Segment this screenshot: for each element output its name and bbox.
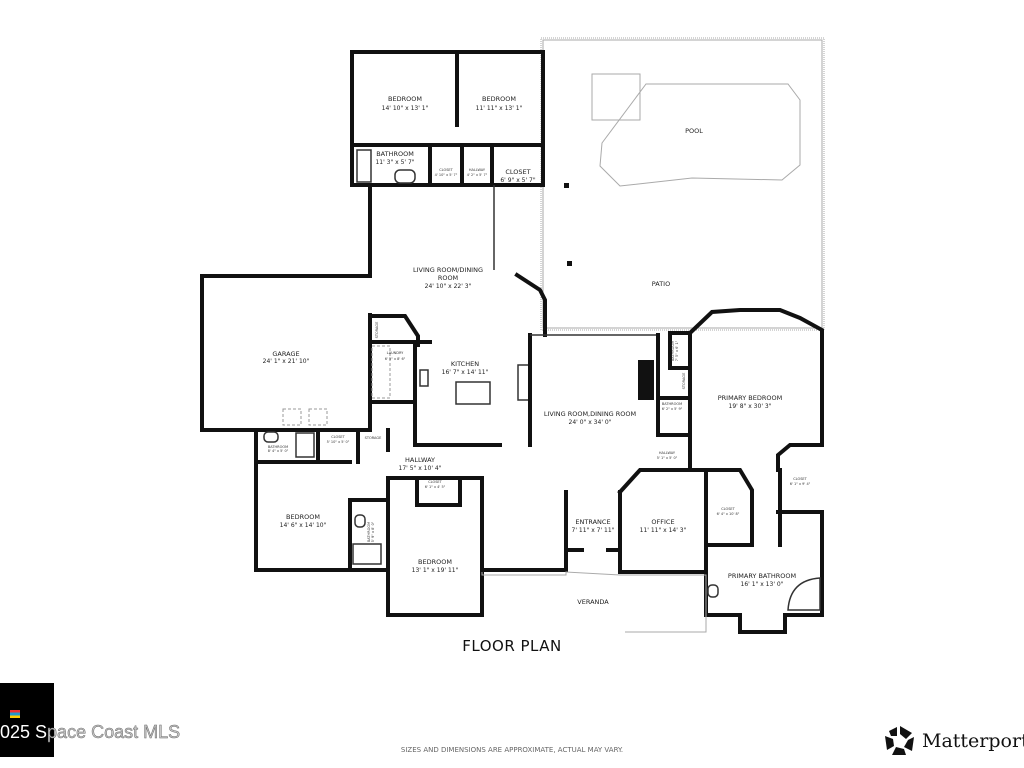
- label-office: OFFICE: [651, 518, 674, 526]
- patio-enclosure: [540, 37, 825, 331]
- garage-walls: [200, 274, 391, 432]
- dim-closet-e2: 6' 1" x 9' 4": [790, 482, 811, 486]
- mls-logo-icon: [10, 710, 20, 718]
- dim-bedroom-s: 13' 1" x 19' 11": [412, 567, 459, 574]
- mls-watermark-box: [0, 683, 54, 757]
- matterport-wordmark: Matterport: [922, 730, 1024, 752]
- disclaimer-text: SIZES AND DIMENSIONS ARE APPROXIMATE, AC…: [400, 746, 624, 754]
- dim-bathroom-g: 8' 4" x 5' 0": [268, 449, 289, 453]
- label-storage-e: STORAGE: [682, 373, 686, 390]
- label-bathroom-g: BATHROOM: [268, 445, 288, 449]
- mls-watermark: 025 Space Coast MLS: [0, 722, 180, 743]
- label-closet-n: CLOSET: [505, 168, 530, 176]
- dim-closet-s: 6' 1" x 4' 5": [425, 485, 446, 489]
- room-labels: BEDROOM 14' 10" x 13' 1" BEDROOM 11' 11"…: [263, 95, 811, 606]
- central-living-walls: [480, 333, 660, 572]
- kitchen-walls: [413, 333, 532, 447]
- label-living-upper: LIVING ROOM/DINING: [413, 266, 483, 274]
- label-living-upper-2: ROOM: [438, 274, 458, 282]
- dim-living-upper: 24' 10" x 22' 3": [425, 283, 472, 290]
- label-hallway: HALLWAY: [405, 456, 435, 464]
- dim-hallway-n: 4' 2" x 5' 7": [467, 173, 488, 177]
- fireplace: [638, 360, 654, 400]
- dim-kitchen: 16' 7" x 14' 11": [442, 369, 489, 376]
- south-bedroom-walls: [386, 476, 484, 617]
- label-bathroom-e2: BATHROOM: [662, 402, 682, 406]
- label-patio: PATIO: [652, 280, 670, 288]
- dim-primary-bedroom: 19' 8" x 30' 3": [729, 403, 772, 410]
- north-wing-walls: [350, 50, 545, 187]
- label-closet-s: CLOSET: [428, 480, 442, 484]
- dim-bathroom-sw: 5' 9" x 8' 0": [371, 521, 375, 542]
- mls-watermark-rest: pace Coast MLS: [47, 722, 181, 743]
- dim-bedroom-ne: 11' 11" x 13' 1": [476, 105, 523, 112]
- mls-watermark-prefix: 025 S: [0, 722, 48, 742]
- dim-hallway: 17' 5" x 10' 4": [399, 465, 442, 472]
- label-bedroom-nw: BEDROOM: [388, 95, 422, 103]
- label-veranda: VERANDA: [577, 598, 609, 606]
- label-closet-e1: CLOSET: [721, 507, 735, 511]
- label-pool: POOL: [685, 127, 703, 135]
- column: [567, 261, 572, 266]
- label-bathroom-n: BATHROOM: [376, 150, 414, 158]
- label-entrance: ENTRANCE: [575, 518, 610, 526]
- label-bathroom-sw: BATHROOM: [367, 522, 371, 542]
- dim-entrance: 7' 11" x 7' 11": [572, 527, 615, 534]
- primary-bedroom-walls: [687, 308, 824, 547]
- dim-closet-n-small: 4' 10" x 5' 7": [435, 173, 458, 177]
- label-primary-bathroom: PRIMARY BATHROOM: [728, 572, 796, 580]
- label-storage-k: STORAGE: [375, 322, 379, 339]
- label-laundry: LAUNDRY: [387, 351, 405, 355]
- label-primary-bedroom: PRIMARY BEDROOM: [718, 394, 782, 402]
- spa-outline: [591, 73, 641, 121]
- pool-outline: [599, 83, 801, 187]
- label-bedroom-s: BEDROOM: [418, 558, 452, 566]
- label-closet-n-small: CLOSET: [439, 168, 453, 172]
- primary-bathroom-walls: [704, 510, 824, 634]
- dim-garage: 24' 1" x 21' 10": [263, 358, 310, 365]
- label-storage-g: STORAGE: [365, 436, 382, 440]
- dim-living-main: 24' 0" x 34' 0": [569, 419, 612, 426]
- label-hallway-e: HALLWAY: [659, 451, 676, 455]
- label-bedroom-ne: BEDROOM: [482, 95, 516, 103]
- veranda-outline: [481, 571, 707, 633]
- upper-living-walls: [368, 183, 547, 432]
- column: [564, 183, 569, 188]
- dim-primary-bathroom: 16' 1" x 13' 0": [741, 581, 784, 588]
- label-closet-g: CLOSET: [331, 435, 345, 439]
- dim-bedroom-nw: 14' 10" x 13' 1": [382, 105, 429, 112]
- dim-laundry: 6' 5" x 8' 6": [385, 357, 406, 361]
- dim-bathroom-e2: 6' 2" x 5' 9": [662, 407, 683, 411]
- dim-bathroom-n: 11' 3" x 5' 7": [375, 159, 414, 166]
- dim-bathroom-e1: 7' 5" x 6' 1": [675, 340, 679, 361]
- garage-lower-walls: [254, 428, 390, 572]
- dim-hallway-e: 5' 1" x 5' 0": [657, 456, 678, 460]
- east-bath-walls: [656, 331, 692, 472]
- label-bathroom-e1: BATHROOM: [671, 341, 675, 361]
- floor-plan-title: FLOOR PLAN: [462, 637, 562, 655]
- label-hallway-n: HALLWAY: [469, 168, 486, 172]
- dim-closet-e1: 6' 4" x 10' 8": [717, 512, 740, 516]
- label-living-main: LIVING ROOM,DINING ROOM: [544, 410, 636, 418]
- dim-closet-n: 6' 9" x 5' 7": [500, 177, 536, 184]
- label-closet-e2: CLOSET: [793, 477, 807, 481]
- label-garage: GARAGE: [272, 350, 299, 358]
- matterport-brand: Matterport: [884, 725, 1024, 757]
- southwest-walls: [254, 498, 390, 572]
- matterport-logo-icon: [885, 726, 914, 755]
- label-kitchen: KITCHEN: [451, 360, 479, 368]
- dim-closet-g: 5' 10" x 5' 0": [327, 440, 350, 444]
- dim-office: 11' 11" x 14' 3": [640, 527, 687, 534]
- label-bedroom-sw: BEDROOM: [286, 513, 320, 521]
- dim-bedroom-sw: 14' 6" x 14' 10": [280, 522, 327, 529]
